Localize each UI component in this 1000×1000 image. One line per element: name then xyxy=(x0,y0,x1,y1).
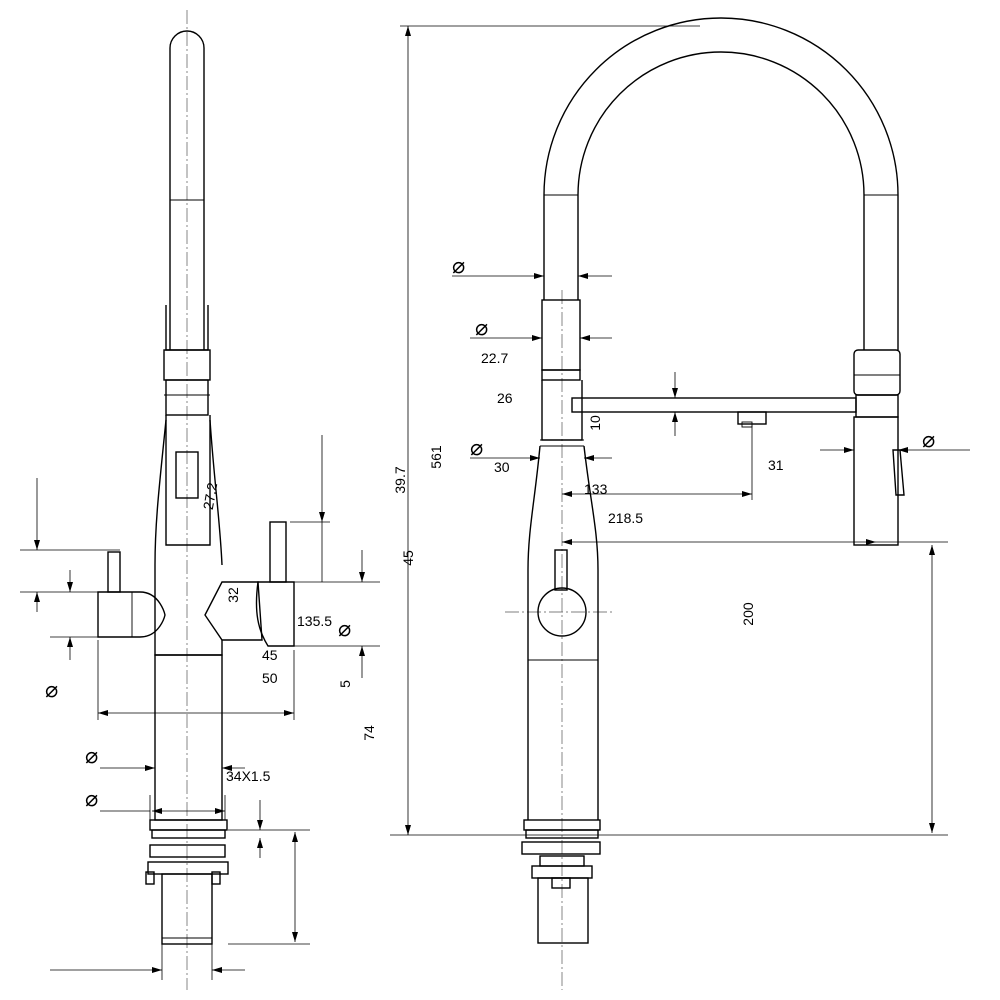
body-mid xyxy=(154,615,223,656)
dim-text-32: 32 xyxy=(225,587,241,603)
spray-button xyxy=(892,449,905,496)
spray-collar xyxy=(853,349,901,396)
dim-text-39-7: 39.7 xyxy=(392,466,408,493)
dim-text-50: 50 xyxy=(262,670,278,686)
dim-text-135-5: 135.5 xyxy=(297,613,332,629)
front-base-gasket xyxy=(525,829,599,839)
right-valve-knob xyxy=(255,581,295,647)
dim-text-30: 30 xyxy=(494,459,510,475)
shank xyxy=(161,873,213,945)
gooseneck-outer xyxy=(543,17,899,350)
dim-text-31: 31 xyxy=(768,457,784,473)
column-upper xyxy=(541,299,581,371)
diameter-symbol: ⌀ xyxy=(85,787,98,812)
dim-text-45-large: 45 xyxy=(400,550,416,566)
side-view: 39.7 27.2 32 135.5 45 50 5 74 34X1.5 ⌀ ⌀… xyxy=(20,10,408,990)
diameter-symbol: ⌀ xyxy=(45,678,58,703)
dim-text-5: 5 xyxy=(337,680,353,688)
diameter-symbol: ⌀ xyxy=(470,436,483,461)
dim-text-22-7: 22.7 xyxy=(481,350,508,366)
diameter-symbol: ⌀ xyxy=(922,428,935,453)
bar-clip-tab xyxy=(741,421,753,428)
front-lever xyxy=(554,549,568,591)
body-base xyxy=(154,654,223,821)
front-bolt xyxy=(551,877,571,889)
spout-tube xyxy=(169,30,205,350)
column-ring xyxy=(541,369,581,381)
dim-text-34x1-5: 34X1.5 xyxy=(226,768,271,784)
dim-text-74: 74 xyxy=(361,725,377,741)
gooseneck-inner xyxy=(577,51,865,350)
front-view: 561 45 22.7 26 30 10 31 133 218.5 200 ⌀ … xyxy=(390,17,970,990)
body-right-curve xyxy=(209,419,223,566)
support-bar xyxy=(571,397,857,413)
body-right-profile xyxy=(583,445,599,820)
spray-head xyxy=(853,416,899,546)
dim-text-10: 10 xyxy=(587,415,603,431)
dim-text-45-small: 45 xyxy=(262,647,278,663)
base-gasket xyxy=(151,829,226,839)
mount-bolt-left xyxy=(145,871,155,885)
handset-body xyxy=(165,415,211,546)
dim-text-26: 26 xyxy=(497,390,513,406)
diameter-symbol: ⌀ xyxy=(452,254,465,279)
dim-text-200: 200 xyxy=(740,602,756,626)
diameter-symbol: ⌀ xyxy=(338,617,351,642)
left-valve-knob xyxy=(97,591,166,638)
dim-text-218-5: 218.5 xyxy=(608,510,643,526)
mount-washer xyxy=(149,844,226,858)
spout-nut xyxy=(165,379,209,416)
left-lever xyxy=(107,551,121,593)
body-left-curve xyxy=(154,419,167,615)
dim-text-133: 133 xyxy=(584,481,608,497)
body-left-profile xyxy=(527,445,541,820)
right-lever xyxy=(269,521,287,583)
front-valve-knob xyxy=(537,587,587,637)
spray-nut xyxy=(855,394,899,418)
handset-window xyxy=(175,451,199,499)
front-washer xyxy=(521,841,601,855)
right-valve-body xyxy=(204,581,263,641)
diameter-symbol: ⌀ xyxy=(475,316,488,341)
dim-text-27-2: 27.2 xyxy=(200,481,221,511)
base-plate xyxy=(149,819,228,831)
dim-text-561: 561 xyxy=(428,445,444,469)
front-shank xyxy=(537,877,589,944)
diameter-symbol: ⌀ xyxy=(85,744,98,769)
